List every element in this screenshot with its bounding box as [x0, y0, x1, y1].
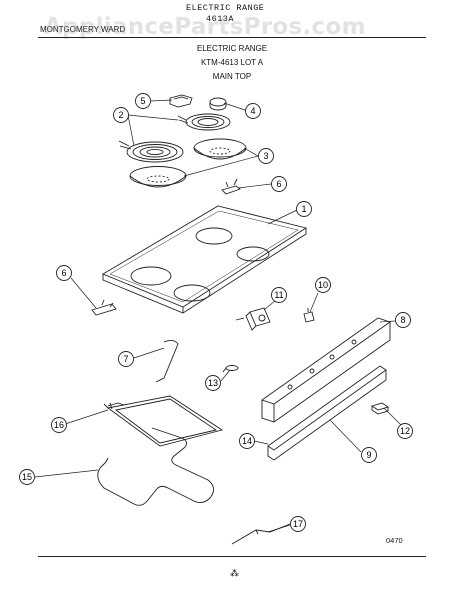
terminal-block-part — [169, 94, 193, 108]
bracket-part-upper — [221, 178, 241, 195]
drip-bowl-large — [129, 166, 187, 188]
callout-17: 17 — [290, 516, 306, 532]
leader-lines — [34, 99, 407, 533]
section-model: KTM-4613 LOT A — [200, 58, 264, 67]
callout-9: 9 — [361, 447, 377, 463]
small-switch-part — [303, 308, 315, 323]
callout-8: 8 — [395, 312, 411, 328]
svg-text:1: 1 — [301, 204, 306, 214]
svg-text:4: 4 — [250, 106, 255, 116]
header-brand: MONTGOMERY WARD — [40, 25, 126, 34]
svg-text:5: 5 — [140, 96, 145, 106]
callout-7: 7 — [118, 351, 134, 367]
svg-text:8: 8 — [400, 315, 405, 325]
svg-text:6: 6 — [61, 268, 66, 278]
watermark-text: AppliancePartsPros.com — [44, 14, 366, 40]
svg-text:2: 2 — [118, 110, 123, 120]
section-subtitle: MAIN TOP — [212, 72, 252, 81]
svg-text:16: 16 — [54, 420, 64, 430]
svg-text:10: 10 — [318, 280, 328, 290]
callout-15: 15 — [19, 469, 35, 485]
rod-part — [155, 339, 179, 383]
svg-text:11: 11 — [274, 290, 283, 300]
bake-element-part — [103, 395, 224, 447]
svg-text:12: 12 — [400, 426, 410, 436]
callout-16: 16 — [51, 417, 67, 433]
header-rule — [38, 37, 426, 38]
broil-element-part — [97, 427, 214, 506]
footer-rule — [38, 556, 426, 557]
switch-part — [235, 307, 271, 331]
main-top-part — [101, 205, 308, 314]
svg-text:14: 14 — [242, 436, 252, 446]
header-model-fragment: 4613A — [206, 14, 235, 24]
drip-bowl-small — [193, 138, 247, 160]
callout-6-lower: 6 — [56, 265, 72, 281]
section-title: ELECTRIC RANGE — [196, 44, 268, 53]
callout-4: 4 — [245, 103, 261, 119]
callout-13: 13 — [205, 375, 221, 391]
connector-part — [370, 402, 390, 415]
svg-text:9: 9 — [366, 450, 371, 460]
callout-markers: 1 2 3 4 5 6 6 7 8 9 10 11 12 13 14 15 16… — [19, 93, 413, 532]
wire-harness-part — [231, 523, 291, 545]
footer-mark: ⁂ — [230, 568, 239, 578]
trim-strip-part — [267, 365, 387, 461]
control-panel-part — [261, 317, 391, 423]
header-top-title: ELECTRIC RANGE — [186, 3, 265, 13]
clip-part — [222, 365, 239, 373]
svg-text:13: 13 — [208, 378, 218, 388]
svg-text:6: 6 — [276, 179, 281, 189]
callout-11: 11 — [271, 287, 287, 303]
callout-10: 10 — [315, 277, 331, 293]
callout-12: 12 — [397, 423, 413, 439]
callout-2: 2 — [113, 107, 129, 123]
surface-element-small — [177, 113, 231, 131]
callout-6-upper: 6 — [271, 176, 287, 192]
knob-part — [209, 97, 227, 111]
callout-5: 5 — [135, 93, 151, 109]
svg-text:17: 17 — [293, 519, 303, 529]
svg-text:15: 15 — [22, 472, 32, 482]
bracket-part-lower — [91, 299, 117, 316]
footer-page-code: 0470 — [386, 536, 403, 545]
callout-14: 14 — [239, 433, 255, 449]
callout-3: 3 — [258, 148, 274, 164]
svg-text:7: 7 — [123, 354, 128, 364]
svg-text:3: 3 — [263, 151, 268, 161]
surface-element-large — [118, 140, 184, 163]
callout-1: 1 — [296, 201, 312, 217]
